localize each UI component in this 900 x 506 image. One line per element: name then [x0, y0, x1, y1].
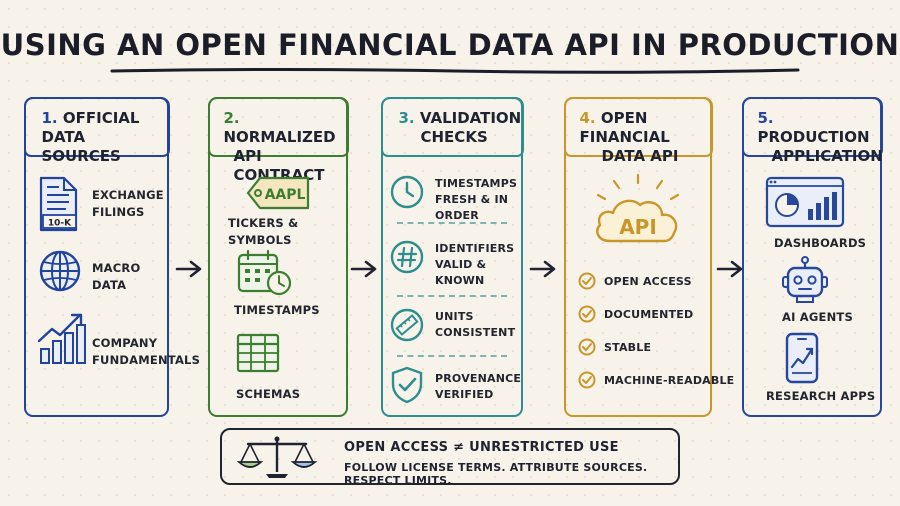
step-number: 4.	[579, 108, 596, 127]
item-line1: IDENTIFIERS	[435, 242, 515, 255]
scales-icon	[236, 436, 318, 478]
clock-icon	[390, 175, 424, 209]
item-line2: FILINGS	[92, 205, 145, 219]
item-line2: FUNDAMENTALS	[92, 353, 201, 367]
item-line1: TICKERS & SYMBOLS	[228, 216, 299, 247]
feature-label: DOCUMENTED	[604, 308, 694, 321]
step-number: 5.	[757, 108, 774, 127]
item-schemas: SCHEMAS	[236, 386, 300, 403]
column-header: 3. VALIDATION CHECKS	[380, 96, 524, 157]
column-title-line2: DATA API	[601, 146, 679, 165]
column-open-financial-data-api: 4. OPEN FINANCIAL DATA API API OPEN ACCE…	[563, 96, 734, 417]
ticker-tag-text: AAPL	[265, 187, 306, 203]
item-line2: FRESH & IN ORDER	[435, 193, 509, 222]
item-line1: UNITS	[435, 310, 474, 323]
column-header: 5. PRODUCTION APPLICATION	[741, 96, 883, 165]
item-macro-data: MACRO DATA	[92, 260, 140, 294]
check-circle-icon	[578, 305, 596, 323]
shield-check-icon	[391, 366, 423, 404]
column-title-line1: NORMALIZED	[223, 127, 336, 146]
phone-chart-icon	[785, 332, 819, 384]
api-cloud-icon: API	[596, 173, 680, 243]
column-header: 1. OFFICIAL DATA SOURCES	[23, 96, 170, 165]
check-circle-icon	[578, 272, 596, 290]
item-line1: AI AGENTS	[782, 310, 853, 324]
dashboard-icon	[765, 176, 845, 228]
item-line1: COMPANY	[92, 336, 158, 350]
notice-headline: OPEN ACCESS ≠ UNRESTRICTED USE	[344, 440, 619, 455]
item-line1: TIMESTAMPS	[435, 177, 518, 190]
feature-label: STABLE	[604, 341, 652, 354]
item-line1: RESEARCH APPS	[766, 389, 876, 403]
column-validation-checks: 3. VALIDATION CHECKS TIMESTAMPS FRESH & …	[380, 96, 524, 417]
hash-icon	[390, 240, 424, 274]
item-exchange-filings: EXCHANGE FILINGS	[92, 187, 164, 221]
globe-icon	[39, 250, 81, 292]
column-title-line1: VALIDATION	[419, 108, 522, 127]
robot-icon	[782, 256, 828, 303]
title-underline	[110, 68, 800, 74]
column-production-application: 5. PRODUCTION APPLICATION DASHBOARDS AI …	[741, 96, 883, 417]
column-normalized-api-contract: 2. NORMALIZED API CONTRACT AAPL TICKERS …	[207, 96, 349, 417]
item-line1: DASHBOARDS	[774, 236, 867, 250]
column-header: 2. NORMALIZED API CONTRACT	[207, 96, 349, 184]
page-title: USING AN OPEN FINANCIAL DATA API IN PROD…	[0, 28, 900, 62]
table-grid-icon	[236, 333, 280, 373]
item-research-apps: RESEARCH APPS	[766, 388, 875, 405]
dashed-divider	[397, 355, 507, 357]
license-notice: OPEN ACCESS ≠ UNRESTRICTED USE FOLLOW LI…	[220, 428, 680, 487]
column-title-line1: PRODUCTION	[757, 127, 870, 146]
check-circle-icon	[578, 338, 596, 356]
item-dashboards: DASHBOARDS	[774, 235, 866, 252]
column-title-line1: OPEN FINANCIAL	[579, 108, 670, 146]
item-units-check: UNITS CONSISTENT	[435, 309, 515, 341]
item-line1: SCHEMAS	[236, 387, 301, 401]
item-line2: CONSISTENT	[435, 326, 516, 339]
column-header: 4. OPEN FINANCIAL DATA API	[563, 96, 713, 165]
item-line1: TIMESTAMPS	[234, 303, 320, 317]
api-cloud-text: API	[619, 215, 657, 239]
item-line1: PROVENANCE	[435, 372, 522, 385]
item-timestamps-check: TIMESTAMPS FRESH & IN ORDER	[435, 176, 521, 224]
dashed-divider	[397, 295, 507, 297]
column-official-data-sources: 1. OFFICIAL DATA SOURCES 10-K EXCHANGE F…	[23, 96, 200, 417]
item-identifiers-check: IDENTIFIERS VALID & KNOWN	[435, 241, 521, 289]
item-provenance-check: PROVENANCE VERIFIED	[435, 371, 521, 403]
item-line2: VERIFIED	[435, 388, 494, 401]
column-title-line2: CHECKS	[420, 127, 488, 146]
item-ai-agents: AI AGENTS	[782, 309, 853, 326]
document-icon-text: 10-K	[48, 219, 72, 229]
calendar-clock-icon	[237, 249, 292, 296]
ruler-icon	[390, 308, 424, 342]
flow-arrow	[529, 260, 556, 278]
step-number: 1.	[41, 108, 58, 127]
column-title-line1: OFFICIAL	[62, 108, 140, 127]
check-circle-icon	[578, 371, 596, 389]
item-tickers-symbols: TICKERS & SYMBOLS	[228, 215, 346, 249]
ticker-tag-icon: AAPL	[246, 176, 310, 210]
dashed-divider	[397, 222, 507, 224]
feature-label: OPEN ACCESS	[604, 275, 692, 288]
growth-chart-icon	[37, 313, 86, 364]
item-line1: EXCHANGE	[92, 188, 164, 202]
feature-label: MACHINE-READABLE	[604, 374, 735, 387]
item-timestamps: TIMESTAMPS	[234, 302, 320, 319]
column-title-line2: APPLICATION	[771, 146, 883, 165]
item-line2: DATA	[92, 278, 127, 292]
flow-arrow	[350, 260, 377, 278]
step-number: 3.	[398, 108, 415, 127]
flow-arrow	[716, 260, 743, 278]
document-icon: 10-K	[39, 176, 78, 232]
item-company-fundamentals: COMPANY FUNDAMENTALS	[92, 335, 200, 369]
flow-arrow	[175, 260, 202, 278]
step-number: 2.	[223, 108, 240, 127]
notice-subtext: FOLLOW LICENSE TERMS. ATTRIBUTE SOURCES.…	[344, 461, 648, 487]
item-line2: VALID & KNOWN	[435, 258, 487, 287]
column-title-line2: DATA SOURCES	[41, 127, 121, 165]
item-line1: MACRO	[92, 261, 141, 275]
